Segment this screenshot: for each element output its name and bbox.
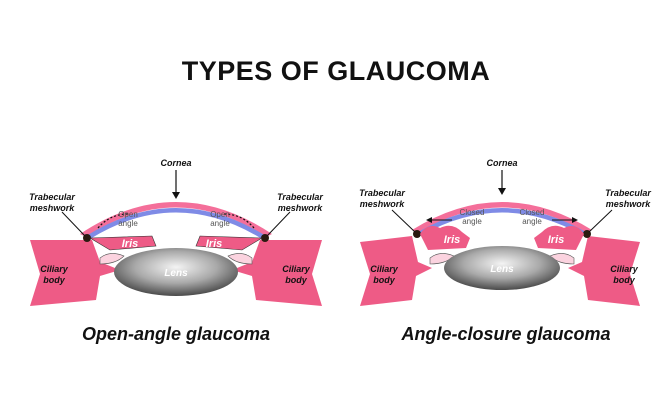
cornea-arrowhead-right: [498, 188, 506, 195]
ciliary-label-right-line2: body: [285, 275, 307, 285]
ciliary-tissue-right-closure: [568, 236, 640, 306]
trabecular-pointer-right: [266, 211, 291, 237]
open-angle-label-right-line2: angle: [210, 219, 230, 228]
cornea-arrowhead-left: [172, 192, 180, 199]
closed-angle-label-right-line1: Closed: [520, 208, 545, 217]
iris-right: [195, 235, 264, 251]
cornea-outer: [80, 202, 272, 237]
trabecular-label-left-line2-closure: meshwork: [360, 199, 406, 209]
trabecular-label-right-line2-closure: meshwork: [606, 199, 652, 209]
angle-closure-eye: Cornea Trabecular meshwork Trabecular me…: [359, 158, 651, 344]
trabecular-label-left-line1: Trabecular: [29, 192, 75, 202]
ciliary-label-right-line1-closure: Ciliary: [610, 264, 639, 274]
open-angle-label-left-line1: Open: [118, 210, 138, 219]
cornea-inner-closure: [418, 208, 586, 235]
open-angle-flow-left: [97, 213, 129, 229]
trabecular-pointer-left-closure: [391, 209, 416, 233]
cornea-inner: [86, 208, 266, 239]
iris-left-closure: [420, 225, 470, 250]
lens-label-right: Lens: [490, 264, 514, 275]
cornea-outer-closure: [412, 202, 592, 233]
open-angle-flow-right: [223, 213, 255, 229]
closed-angle-label-left-line1: Closed: [460, 208, 485, 217]
trabecular-label-right-line1-closure: Trabecular: [605, 188, 651, 198]
closed-angle-arrowhead-left: [426, 217, 432, 223]
ciliary-process-right: [227, 253, 253, 265]
closed-angle-arrowhead-right: [572, 217, 578, 223]
trabecular-label-right-line1: Trabecular: [277, 192, 323, 202]
cornea-label: Cornea: [160, 158, 191, 168]
iris-label-left-closure: Iris: [444, 234, 461, 246]
ciliary-label-right-line2-closure: body: [613, 275, 635, 285]
ciliary-tissue-right: [232, 240, 322, 306]
iris-label-right: Iris: [206, 238, 223, 250]
ciliary-tissue-left: [30, 240, 120, 306]
ciliary-label-left-line2-closure: body: [373, 275, 395, 285]
closed-angle-label-left-line2: angle: [462, 217, 482, 226]
trabecular-label-right-line2: meshwork: [278, 203, 324, 213]
lens-left: [114, 248, 238, 296]
iris-label-left: Iris: [122, 238, 139, 250]
trabecular-pointer-right-closure: [588, 209, 613, 233]
lens-right: [444, 246, 560, 290]
closed-angle-label-right-line2: angle: [522, 217, 542, 226]
open-angle-caption: Open-angle glaucoma: [82, 324, 270, 344]
trabecular-label-left-line2: meshwork: [30, 203, 76, 213]
iris-label-right-closure: Iris: [548, 234, 565, 246]
cornea-label-closure: Cornea: [486, 158, 517, 168]
open-angle-label-left-line2: angle: [118, 219, 138, 228]
angle-closure-caption: Angle-closure glaucoma: [400, 324, 610, 344]
ciliary-tissue-left-closure: [360, 236, 432, 306]
lens-label-left: Lens: [164, 268, 188, 279]
ciliary-label-left-line1: Ciliary: [40, 264, 69, 274]
ciliary-label-left-line2: body: [43, 275, 65, 285]
open-angle-eye: Cornea Trabecular meshwork Trabecular me…: [29, 158, 323, 344]
trabecular-pointer-left: [61, 211, 86, 237]
iris-left: [88, 235, 157, 251]
ciliary-process-left: [99, 253, 125, 265]
page-title: TYPES OF GLAUCOMA: [181, 56, 491, 86]
ciliary-label-right-line1: Ciliary: [282, 264, 311, 274]
iris-right-closure: [534, 225, 584, 250]
trabecular-label-left-line1-closure: Trabecular: [359, 188, 405, 198]
ciliary-label-left-line1-closure: Ciliary: [370, 264, 399, 274]
open-angle-label-right-line1: Open: [210, 210, 230, 219]
